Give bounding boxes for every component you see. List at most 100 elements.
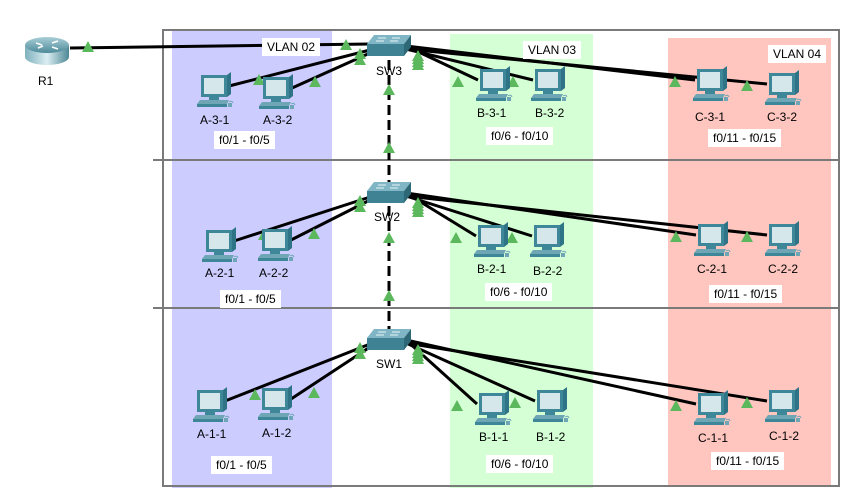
pc-label: B-2-1	[477, 262, 507, 276]
pc-b-3-2[interactable]	[531, 66, 569, 109]
pc-c-2-2[interactable]	[765, 221, 803, 264]
switch-icon	[367, 182, 411, 203]
link-up-indicator	[383, 142, 395, 153]
ethernet-link[interactable]	[405, 341, 768, 403]
pc-icon	[258, 226, 295, 261]
link-up-indicator	[82, 41, 94, 52]
pc-icon	[533, 387, 570, 422]
switch-sw2[interactable]	[366, 181, 412, 205]
link-up-indicator	[452, 76, 464, 87]
pc-label: C-2-1	[697, 262, 728, 276]
link-up-indicator	[383, 232, 395, 243]
link-up-indicator	[354, 342, 366, 353]
port-range-label: f0/11 - f0/15	[711, 452, 785, 470]
switch-label: SW2	[374, 210, 401, 224]
pc-label: B-3-2	[535, 106, 565, 120]
area-frame	[162, 29, 840, 487]
pc-c-2-1[interactable]	[694, 221, 732, 264]
router-r1[interactable]	[22, 33, 72, 69]
link-up-indicator	[741, 80, 753, 91]
pc-c-3-1[interactable]	[693, 66, 731, 109]
port-range-label: f0/1 - f0/5	[220, 290, 281, 308]
link-up-indicator	[509, 397, 521, 408]
link-up-indicator	[670, 231, 682, 242]
switch-sw3[interactable]	[366, 34, 412, 58]
ethernet-link[interactable]	[228, 48, 371, 88]
port-range-label: f0/6 - f0/10	[486, 127, 554, 145]
pc-c-1-1[interactable]	[694, 390, 732, 433]
pc-a-1-2[interactable]	[258, 385, 296, 428]
pc-icon	[476, 66, 513, 101]
pc-b-2-1[interactable]	[474, 222, 512, 265]
pc-icon	[197, 72, 234, 107]
pc-c-3-2[interactable]	[765, 70, 803, 113]
pc-a-2-1[interactable]	[202, 227, 240, 270]
pc-a-2-2[interactable]	[258, 226, 296, 269]
port-range-label: f0/6 - f0/10	[485, 283, 553, 301]
port-range-label: f0/6 - f0/10	[486, 455, 554, 473]
port-range-label: f0/11 - f0/15	[708, 129, 782, 147]
vlan-label: VLAN 03	[523, 41, 582, 59]
link-up-indicator	[506, 232, 518, 243]
link-up-indicator	[412, 353, 424, 364]
pc-icon	[530, 222, 567, 257]
pc-a-3-2[interactable]	[259, 74, 297, 117]
link-up-indicator	[451, 400, 463, 411]
pc-a-1-1[interactable]	[193, 387, 231, 430]
port-range-label: f0/1 - f0/5	[214, 131, 275, 149]
pc-b-1-1[interactable]	[475, 390, 513, 433]
link-up-indicator	[354, 48, 366, 59]
pc-label: B-3-1	[477, 106, 507, 120]
pc-icon	[531, 66, 568, 101]
pc-b-1-2[interactable]	[533, 387, 571, 430]
link-up-indicator	[340, 39, 352, 50]
vlan-label: VLAN 02	[262, 38, 321, 56]
pc-label: A-3-1	[200, 113, 230, 127]
pc-icon	[202, 227, 239, 262]
switch-sw1[interactable]	[366, 328, 412, 352]
ethernet-link[interactable]	[224, 342, 371, 403]
pc-label: A-1-2	[262, 426, 292, 440]
pc-icon	[765, 70, 802, 105]
link-up-indicator	[354, 195, 366, 206]
pc-label: A-2-2	[259, 266, 289, 280]
vlan-03-zone	[450, 34, 593, 488]
ethernet-link[interactable]	[290, 198, 371, 242]
switch-label: SW1	[376, 357, 403, 371]
link-up-indicator	[412, 206, 424, 217]
pc-icon	[694, 390, 731, 425]
link-up-indicator	[412, 59, 424, 70]
link-up-indicator	[249, 389, 261, 400]
ethernet-link[interactable]	[405, 47, 534, 82]
ethernet-link[interactable]	[233, 195, 371, 243]
pc-b-3-1[interactable]	[476, 66, 514, 109]
router-label: R1	[38, 74, 54, 88]
pc-a-3-1[interactable]	[197, 72, 235, 115]
link-up-indicator	[383, 290, 395, 301]
ethernet-link[interactable]	[69, 42, 371, 50]
pc-label: A-2-1	[205, 266, 235, 280]
switch-label: SW3	[376, 64, 403, 78]
pc-label: C-1-1	[698, 431, 729, 445]
link-up-indicator	[670, 400, 682, 411]
link-up-indicator	[450, 232, 462, 243]
link-up-indicator	[354, 201, 366, 212]
pc-b-2-2[interactable]	[530, 222, 568, 265]
ethernet-link[interactable]	[405, 194, 533, 238]
link-up-indicator	[354, 348, 366, 359]
pc-c-1-2[interactable]	[765, 387, 803, 430]
pc-label: A-1-1	[197, 427, 227, 441]
pc-icon	[765, 387, 802, 422]
pc-icon	[694, 221, 731, 256]
port-range-label: f0/11 - f0/15	[709, 285, 783, 303]
pc-label: B-1-1	[479, 430, 509, 444]
link-up-indicator	[669, 76, 681, 87]
pc-label: C-2-2	[768, 262, 799, 276]
ethernet-link[interactable]	[405, 341, 536, 403]
link-up-indicator	[253, 74, 265, 85]
pc-label: C-1-2	[769, 429, 800, 443]
link-up-indicator	[741, 397, 753, 408]
port-range-label: f0/1 - f0/5	[211, 456, 272, 474]
link-up-indicator	[309, 76, 321, 87]
link-up-indicator	[354, 54, 366, 65]
